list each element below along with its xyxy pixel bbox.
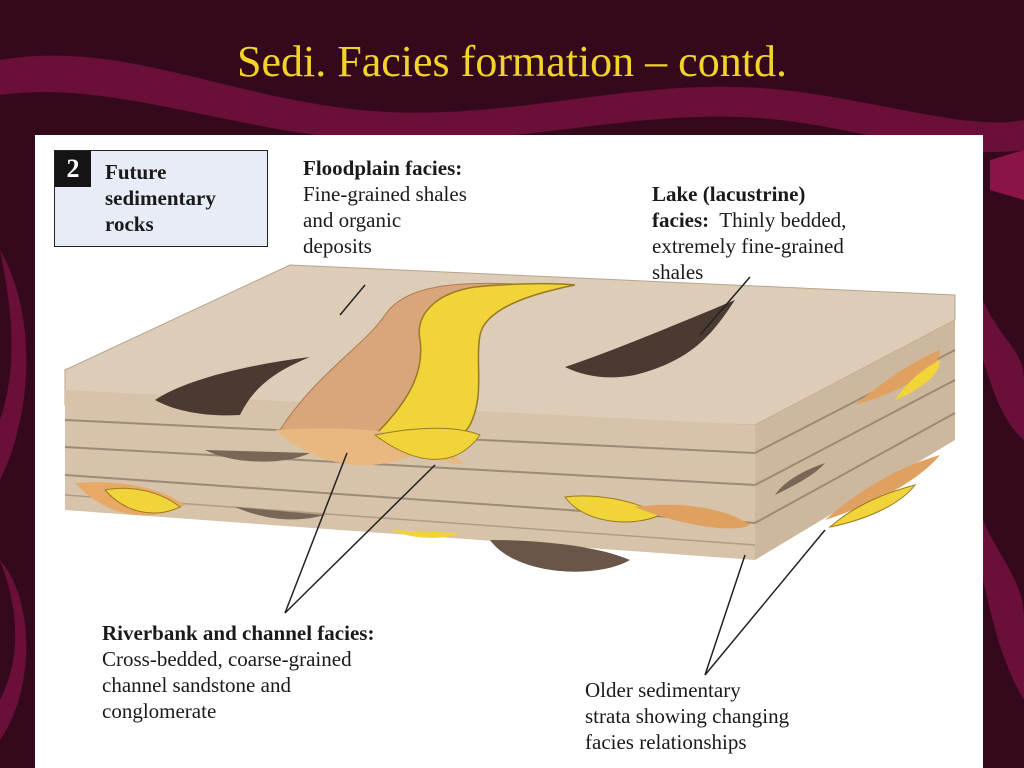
floodplain-line1: Fine-grained shales — [303, 182, 467, 206]
future-rocks-box: 2 Future sedimentary rocks — [54, 150, 268, 247]
older-line3: facies relationships — [585, 730, 747, 754]
lake-caption: Lake (lacustrine) facies: Thinly bedded,… — [652, 181, 972, 285]
riverbank-heading: Riverbank and channel facies: — [102, 621, 375, 645]
floodplain-line3: deposits — [303, 234, 372, 258]
step-number: 2 — [55, 151, 91, 187]
riverbank-line2: channel sandstone and — [102, 673, 291, 697]
lake-line1: Thinly bedded, — [719, 208, 847, 232]
slide-title: Sedi. Facies formation – contd. — [237, 37, 787, 86]
block-front-face — [65, 390, 755, 560]
lake-heading: Lake (lacustrine) — [652, 182, 806, 206]
floodplain-line2: and organic — [303, 208, 402, 232]
future-rocks-label: Future sedimentary rocks — [105, 160, 216, 236]
riverbank-caption: Riverbank and channel facies: Cross-bedd… — [102, 620, 502, 724]
lake-line3: shales — [652, 260, 704, 284]
diagram-panel: 2 Future sedimentary rocks Floodplain fa… — [35, 135, 983, 768]
floodplain-shale — [155, 357, 310, 416]
lake-shale — [565, 300, 735, 378]
older-line1: Older sedimentary — [585, 678, 741, 702]
older-line2: strata showing changing — [585, 704, 790, 728]
floodplain-heading: Floodplain facies: — [303, 156, 463, 180]
lake-line2: extremely fine-grained — [652, 234, 844, 258]
riverbank-line1: Cross-bedded, coarse-grained — [102, 647, 352, 671]
lake-heading-2: facies: — [652, 208, 710, 232]
older-strata-caption: Older sedimentary strata showing changin… — [585, 677, 925, 755]
riverbank-line3: conglomerate — [102, 699, 217, 723]
channel-sandstone — [373, 282, 576, 448]
facies-block-diagram — [64, 264, 956, 676]
floodplain-caption: Floodplain facies: Fine-grained shales a… — [303, 155, 603, 259]
